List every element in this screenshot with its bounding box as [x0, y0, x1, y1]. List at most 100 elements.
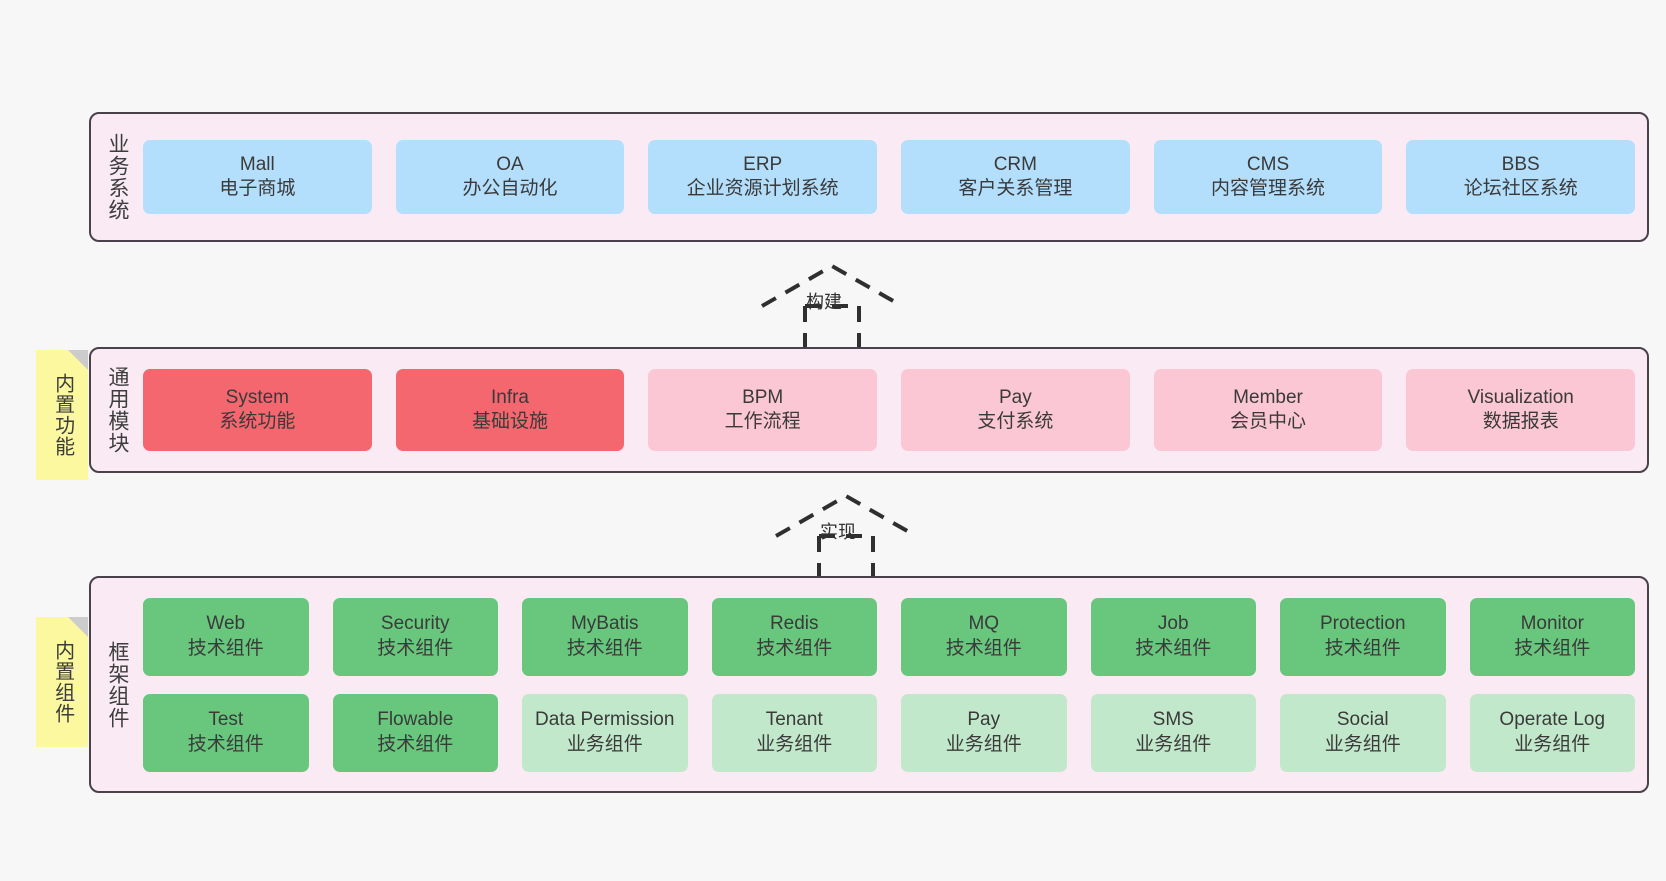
connector-label-build: 构建 — [806, 292, 842, 312]
node-title: Mall — [239, 153, 275, 175]
node-bbs[interactable]: BBS 论坛社区系统 — [1406, 140, 1636, 214]
node-title: Tenant — [765, 709, 823, 731]
node-row: Test 技术组件 Flowable 技术组件 Data Permission … — [143, 693, 1635, 772]
node-title: OA — [496, 153, 524, 175]
sticky-note-builtin-components: 内置组件 — [36, 617, 88, 747]
layer-body-framework: Web 技术组件 Security 技术组件 MyBatis 技术组件 Redi… — [143, 578, 1647, 791]
node-subtitle: 技术组件 — [1514, 637, 1591, 659]
layer-title-framework: 框架组件 — [105, 640, 129, 729]
node-subtitle: 技术组件 — [1324, 637, 1401, 659]
connector-label-implement: 实现 — [820, 522, 856, 542]
node-title: Redis — [769, 613, 819, 635]
node-monitor[interactable]: Monitor 技术组件 — [1469, 597, 1635, 676]
node-title: Pay — [967, 709, 1001, 731]
node-subtitle: 业务组件 — [1135, 733, 1212, 755]
node-title: Flowable — [377, 709, 454, 731]
node-sms[interactable]: SMS 业务组件 — [1090, 693, 1256, 772]
node-title: MyBatis — [570, 613, 639, 635]
node-subtitle: 支付系统 — [977, 411, 1054, 432]
node-web[interactable]: Web 技术组件 — [143, 597, 309, 676]
layer-business-system: 业务系统 Mall 电子商城 OA 办公自动化 ERP 企业资源计划系统 CRM — [89, 112, 1649, 242]
node-cms[interactable]: CMS 内容管理系统 — [1153, 140, 1383, 214]
node-operate-log[interactable]: Operate Log 业务组件 — [1469, 693, 1635, 772]
layer-title-business: 业务系统 — [105, 133, 129, 221]
node-subtitle: 电子商城 — [219, 178, 296, 199]
node-security[interactable]: Security 技术组件 — [332, 597, 498, 676]
sticky-note-label: 内置功能 — [51, 373, 74, 457]
layer-body-business: Mall 电子商城 OA 办公自动化 ERP 企业资源计划系统 CRM 客户关系… — [143, 114, 1647, 240]
node-job[interactable]: Job 技术组件 — [1090, 597, 1256, 676]
node-title: Data Permission — [535, 709, 675, 731]
node-pay-component[interactable]: Pay 业务组件 — [901, 693, 1067, 772]
node-subtitle: 企业资源计划系统 — [686, 178, 839, 199]
node-member[interactable]: Member 会员中心 — [1153, 369, 1383, 451]
node-subtitle: 客户关系管理 — [958, 178, 1073, 199]
node-protection[interactable]: Protection 技术组件 — [1280, 597, 1446, 676]
node-test[interactable]: Test 技术组件 — [143, 693, 309, 772]
node-subtitle: 办公自动化 — [462, 178, 558, 199]
node-bpm[interactable]: BPM 工作流程 — [648, 369, 878, 451]
node-subtitle: 技术组件 — [756, 637, 833, 659]
node-flowable[interactable]: Flowable 技术组件 — [332, 693, 498, 772]
node-subtitle: 内容管理系统 — [1211, 178, 1326, 199]
node-oa[interactable]: OA 办公自动化 — [395, 140, 625, 214]
node-subtitle: 工作流程 — [724, 411, 801, 432]
node-crm[interactable]: CRM 客户关系管理 — [901, 140, 1130, 214]
layer-common-modules: 通用模块 System 系统功能 Infra 基础设施 BPM 工作流程 Pay — [89, 347, 1649, 473]
node-subtitle: 基础设施 — [472, 411, 549, 432]
node-title: CRM — [993, 153, 1037, 175]
node-infra[interactable]: Infra 基础设施 — [395, 369, 625, 451]
node-title: Infra — [490, 386, 530, 408]
node-title: Monitor — [1520, 613, 1584, 635]
node-title: Web — [206, 613, 246, 635]
node-mybatis[interactable]: MyBatis 技术组件 — [522, 597, 688, 676]
dashed-hollow-arrow-icon — [775, 493, 917, 580]
layer-body-modules: System 系统功能 Infra 基础设施 BPM 工作流程 Pay 支付系统… — [143, 349, 1647, 471]
node-redis[interactable]: Redis 技术组件 — [711, 597, 877, 676]
node-title: BPM — [742, 386, 784, 408]
node-title: SMS — [1152, 709, 1194, 731]
node-subtitle: 技术组件 — [377, 733, 454, 755]
sticky-note-label: 内置组件 — [51, 640, 74, 724]
node-mq[interactable]: MQ 技术组件 — [901, 597, 1067, 676]
node-title: Social — [1336, 709, 1389, 731]
node-tenant[interactable]: Tenant 业务组件 — [711, 693, 877, 772]
node-title: Job — [1157, 613, 1189, 635]
dashed-hollow-arrow-icon — [761, 263, 903, 350]
node-title: BBS — [1501, 153, 1540, 175]
node-title: ERP — [743, 153, 783, 175]
node-title: MQ — [968, 613, 1000, 635]
node-erp[interactable]: ERP 企业资源计划系统 — [648, 140, 878, 214]
node-title: Test — [208, 709, 244, 731]
node-subtitle: 技术组件 — [566, 637, 643, 659]
node-subtitle: 技术组件 — [187, 637, 264, 659]
node-subtitle: 数据报表 — [1482, 411, 1559, 432]
node-subtitle: 业务组件 — [1514, 733, 1591, 755]
node-subtitle: 技术组件 — [1135, 637, 1212, 659]
node-title: System — [225, 386, 290, 408]
node-title: Operate Log — [1499, 709, 1606, 731]
node-subtitle: 业务组件 — [1324, 733, 1401, 755]
connector-build: 构建 — [758, 262, 906, 350]
node-subtitle: 会员中心 — [1230, 411, 1307, 432]
node-mall[interactable]: Mall 电子商城 — [143, 140, 372, 214]
node-subtitle: 技术组件 — [377, 637, 454, 659]
node-title: Pay — [998, 386, 1032, 408]
node-subtitle: 论坛社区系统 — [1463, 178, 1578, 199]
node-social[interactable]: Social 业务组件 — [1280, 693, 1446, 772]
connector-implement: 实现 — [772, 492, 920, 580]
node-data-permission[interactable]: Data Permission 业务组件 — [522, 693, 688, 772]
node-title: Security — [380, 613, 450, 635]
node-row: Web 技术组件 Security 技术组件 MyBatis 技术组件 Redi… — [143, 597, 1635, 676]
node-pay-module[interactable]: Pay 支付系统 — [901, 369, 1130, 451]
node-subtitle: 业务组件 — [756, 733, 833, 755]
node-visualization[interactable]: Visualization 数据报表 — [1406, 369, 1636, 451]
sticky-note-builtin-features: 内置功能 — [36, 350, 88, 480]
node-row: System 系统功能 Infra 基础设施 BPM 工作流程 Pay 支付系统… — [143, 369, 1636, 451]
node-system[interactable]: System 系统功能 — [143, 369, 372, 451]
layer-framework-components: 框架组件 Web 技术组件 Security 技术组件 MyBatis 技术组件… — [89, 576, 1649, 793]
layer-title-modules: 通用模块 — [105, 366, 129, 454]
node-title: Member — [1233, 386, 1303, 408]
node-row: Mall 电子商城 OA 办公自动化 ERP 企业资源计划系统 CRM 客户关系… — [143, 140, 1636, 214]
